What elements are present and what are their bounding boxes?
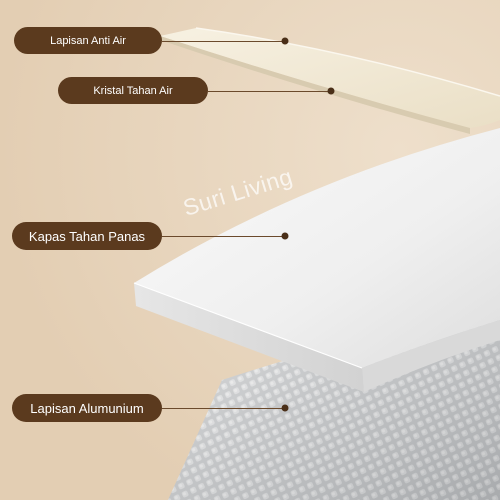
label-lapisan-alumunium: Lapisan Alumunium bbox=[12, 394, 162, 422]
label-kristal-tahan-air: Kristal Tahan Air bbox=[58, 77, 208, 104]
leader-line bbox=[162, 408, 284, 409]
leader-line bbox=[162, 41, 284, 42]
label-lapisan-anti-air: Lapisan Anti Air bbox=[14, 27, 162, 54]
marker-dot bbox=[281, 232, 289, 240]
leader-line bbox=[208, 91, 330, 92]
marker-dot bbox=[281, 404, 289, 412]
marker-dot bbox=[281, 37, 289, 45]
foam-layer bbox=[133, 128, 500, 392]
marker-dot bbox=[327, 87, 335, 95]
label-kapas-tahan-panas: Kapas Tahan Panas bbox=[12, 222, 162, 250]
leader-line bbox=[162, 236, 284, 237]
cream-layer bbox=[160, 27, 500, 134]
